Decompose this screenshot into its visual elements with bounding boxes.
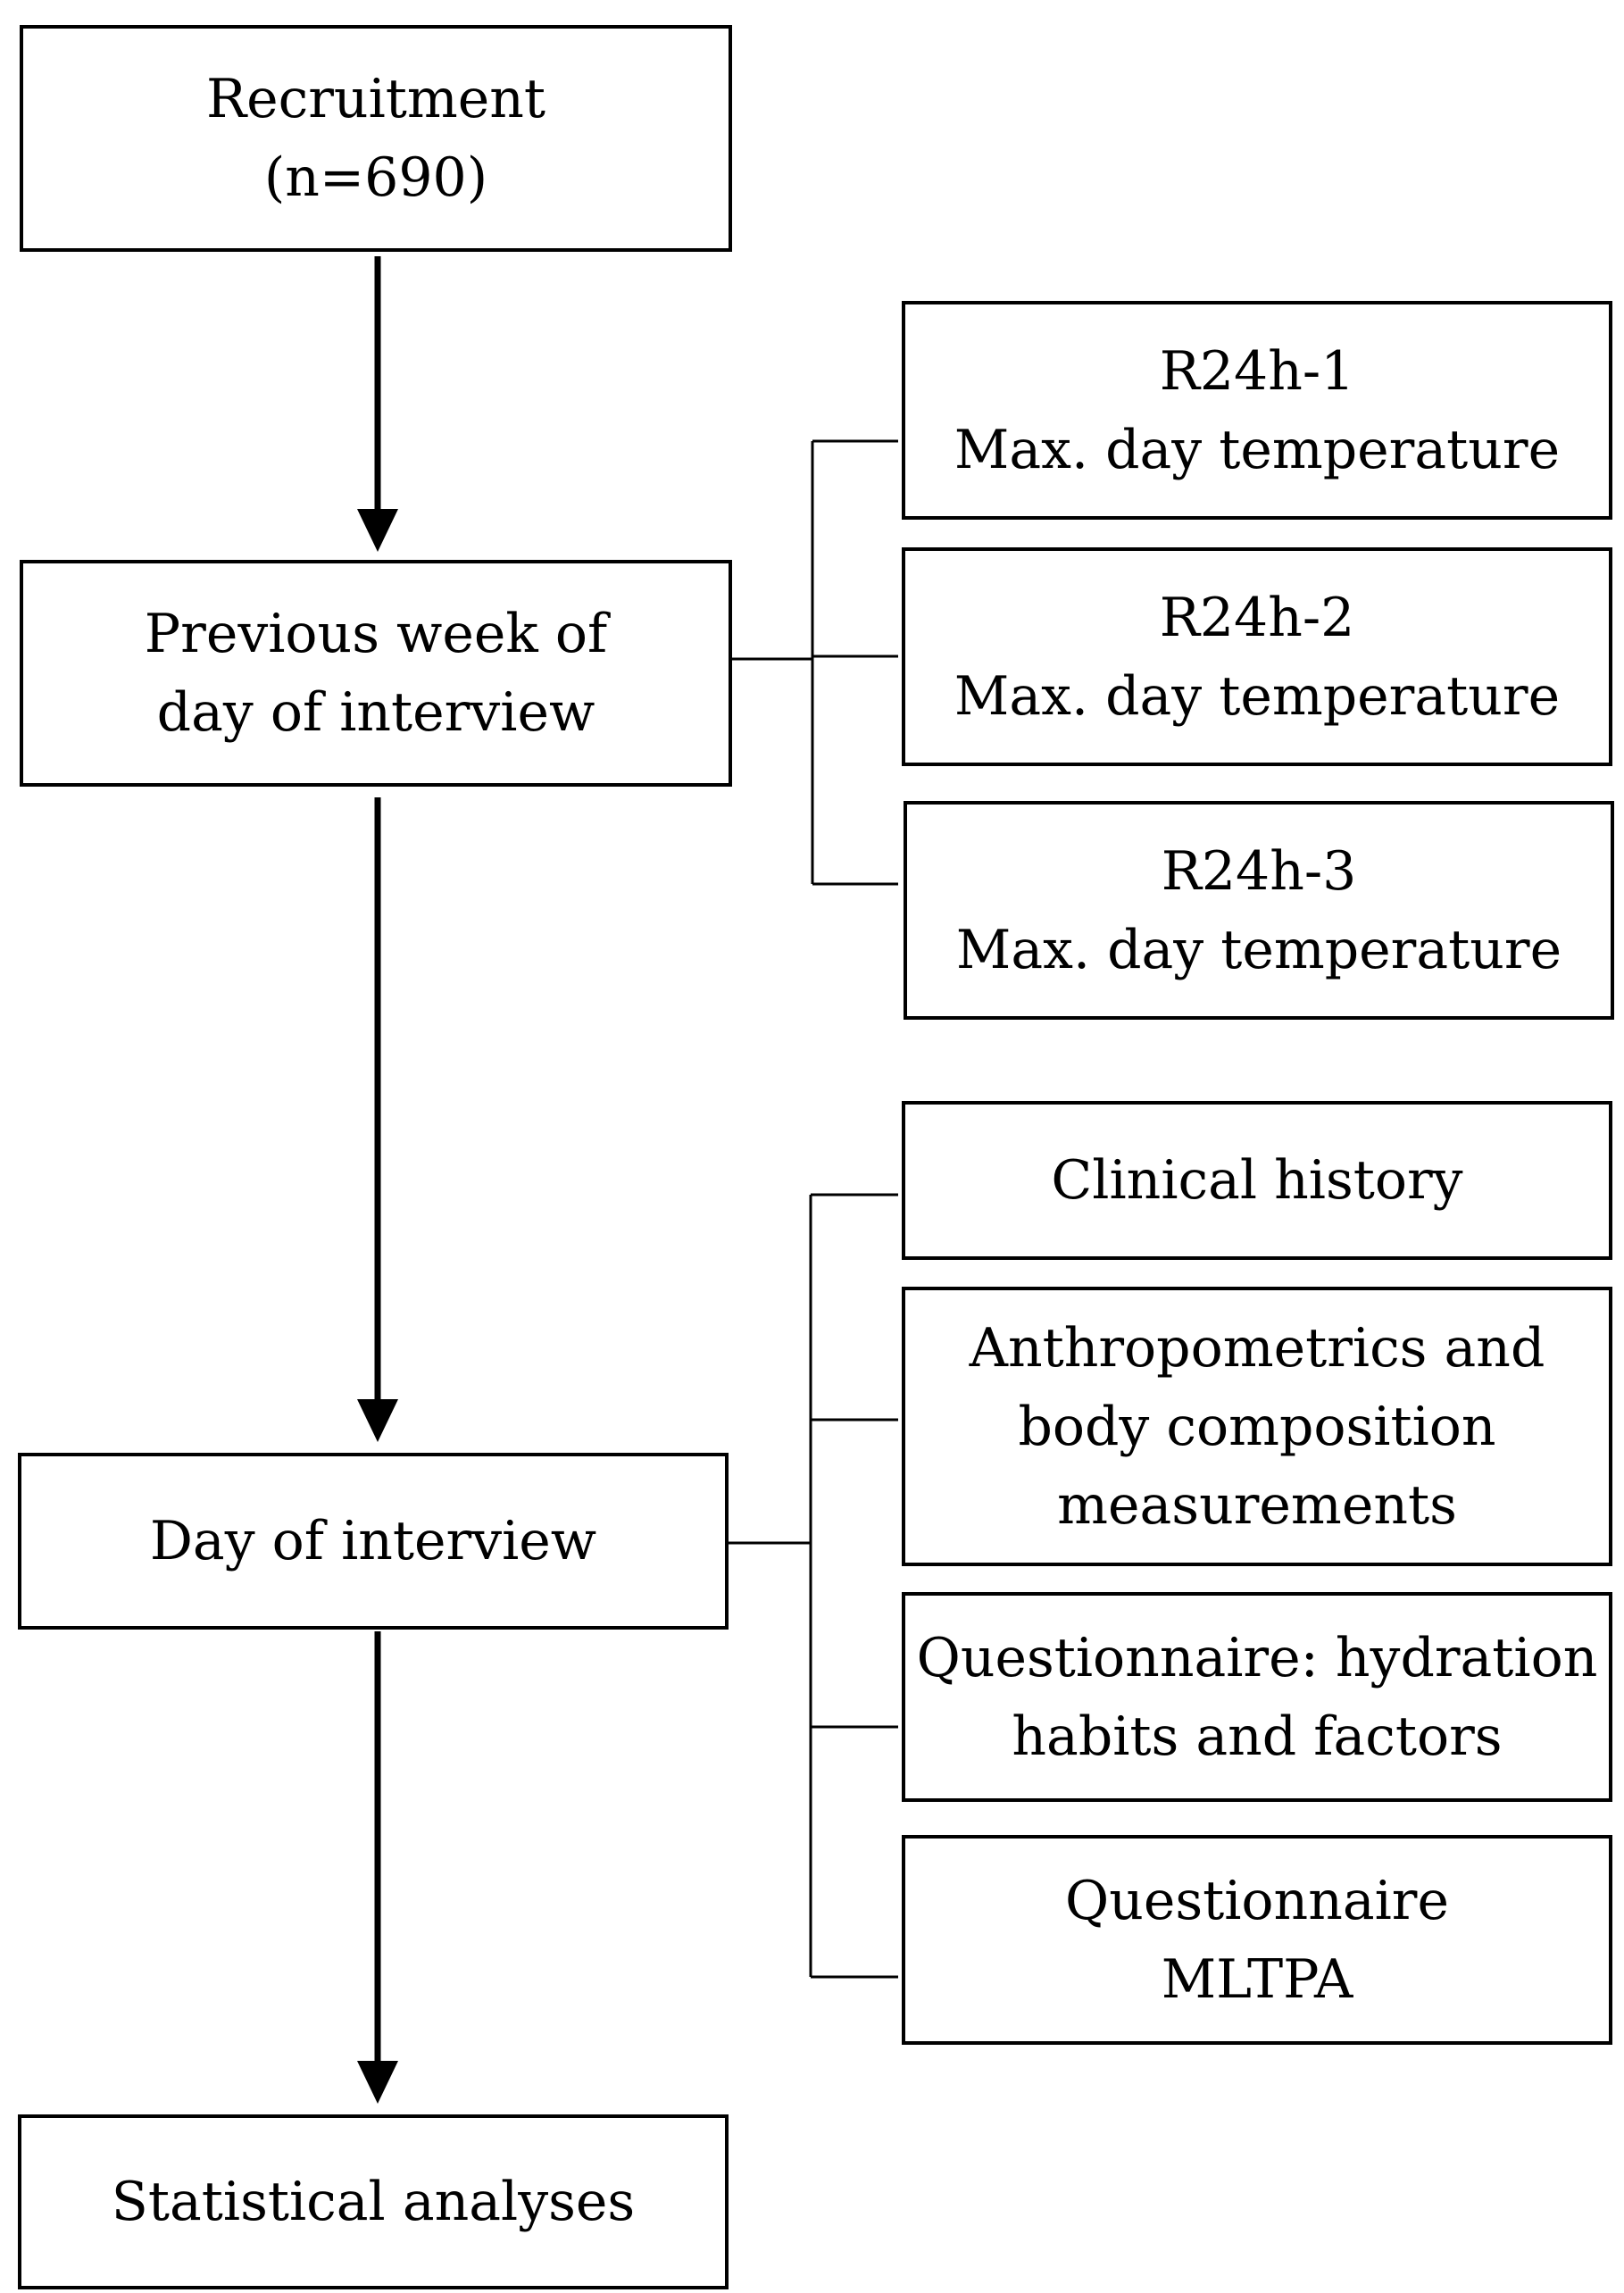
- questionnaire-mltpa-label: Questionnaire MLTPA: [1065, 1869, 1449, 2011]
- clinical-history-label: Clinical history: [1051, 1149, 1463, 1212]
- bracket-day-of-interview: [727, 1193, 898, 1979]
- r24h-1-label: R24h-1 Max. day temperature: [954, 339, 1561, 481]
- previous-week-box: Previous week of day of interview: [20, 560, 732, 787]
- statistical-analyses-label: Statistical analyses: [111, 2171, 636, 2233]
- day-of-interview-box: Day of interview: [18, 1453, 729, 1630]
- clinical-history-box: Clinical history: [902, 1101, 1612, 1260]
- r24h-3-box: R24h-3 Max. day temperature: [904, 801, 1614, 1020]
- questionnaire-hydration-box: Questionnaire: hydration habits and fact…: [902, 1592, 1612, 1802]
- r24h-3-label: R24h-3 Max. day temperature: [955, 839, 1562, 981]
- previous-week-label: Previous week of day of interview: [144, 603, 608, 744]
- bracket-previous-week: [730, 439, 898, 886]
- recruitment-label: Recruitment (n=690): [205, 68, 546, 209]
- day-of-interview-label: Day of interview: [149, 1510, 597, 1572]
- questionnaire-hydration-label: Questionnaire: hydration habits and fact…: [916, 1626, 1598, 1768]
- r24h-2-label: R24h-2 Max. day temperature: [954, 586, 1561, 728]
- arrow-recruitment-to-previous-week: [357, 256, 398, 552]
- statistical-analyses-box: Statistical analyses: [18, 2114, 729, 2289]
- r24h-1-box: R24h-1 Max. day temperature: [902, 301, 1612, 520]
- questionnaire-mltpa-box: Questionnaire MLTPA: [902, 1835, 1612, 2045]
- arrow-day-of-interview-to-statistical-analyses: [357, 1631, 398, 2104]
- recruitment-box: Recruitment (n=690): [20, 25, 732, 252]
- arrow-previous-week-to-day-of-interview: [357, 797, 398, 1442]
- anthropometrics-label: Anthropometrics and body composition mea…: [969, 1316, 1545, 1537]
- r24h-2-box: R24h-2 Max. day temperature: [902, 547, 1612, 766]
- anthropometrics-box: Anthropometrics and body composition mea…: [902, 1287, 1612, 1566]
